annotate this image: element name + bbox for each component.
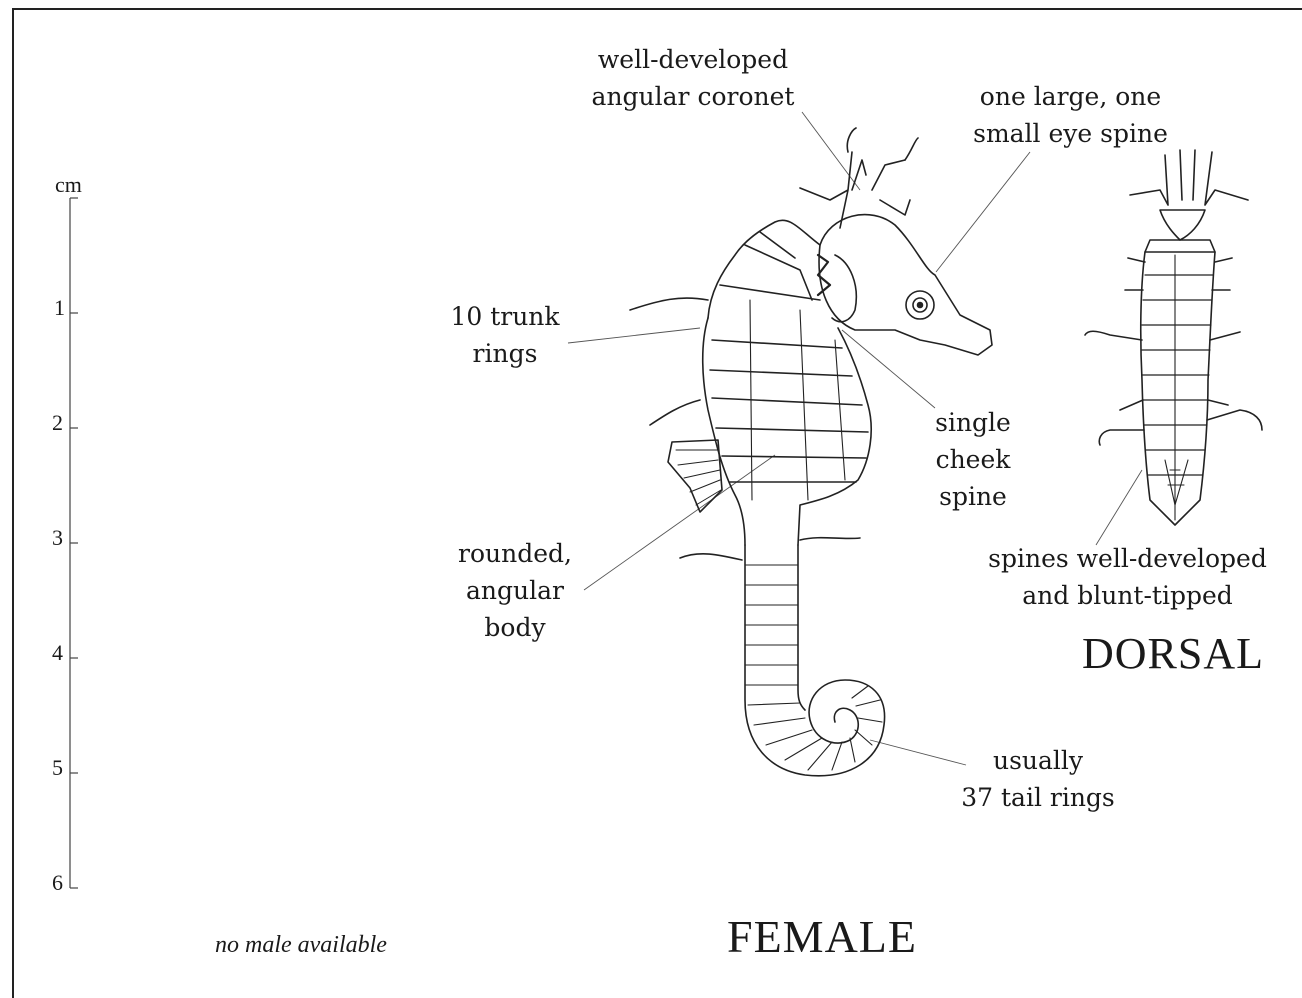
scale-tick-label: 1	[54, 295, 65, 321]
view-title-female: FEMALE	[727, 910, 917, 963]
scale-tick-label: 3	[52, 525, 63, 551]
scale-tick-label: 6	[52, 870, 63, 896]
leader-eye-spine	[936, 152, 1030, 272]
scale-unit-label: cm	[55, 172, 82, 198]
scale-tick-label: 2	[52, 410, 63, 436]
leader-lines	[568, 112, 1142, 765]
seahorse-dorsal-drawing	[1085, 150, 1262, 525]
leader-trunk-rings	[568, 328, 700, 343]
view-title-dorsal: DORSAL	[1082, 628, 1264, 679]
scale-tick-label: 4	[52, 640, 63, 666]
scale-bar	[70, 198, 78, 888]
leader-coronet	[802, 112, 860, 190]
no-male-note: no male available	[215, 932, 387, 959]
scale-tick-label: 5	[52, 755, 63, 781]
leader-dorsal-spines	[1096, 470, 1142, 545]
